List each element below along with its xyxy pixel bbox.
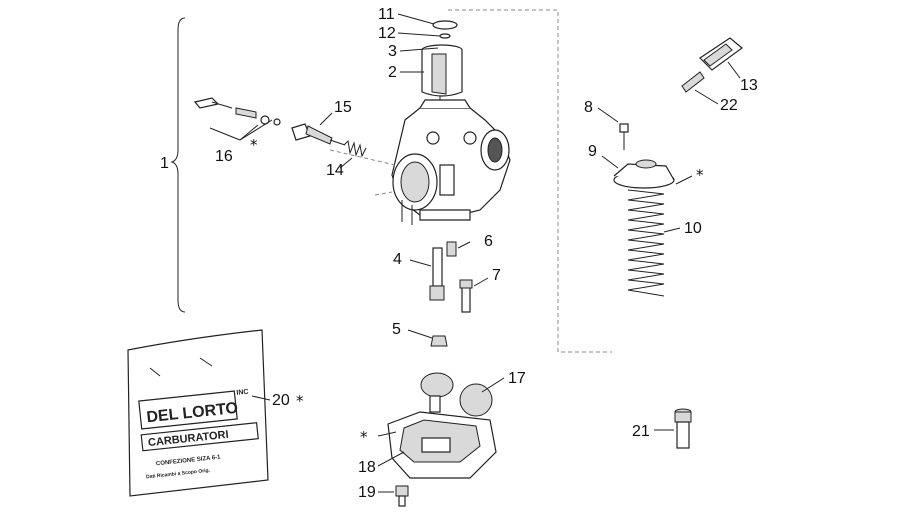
part-screw-8 [619,123,629,150]
callout-21: 21 [632,423,650,440]
callout-3: 3 [388,43,397,60]
part-carburetor-body [391,99,511,225]
callout-18: 18 [358,459,376,476]
part-jet-7 [459,279,473,313]
callout-14: 14 [326,162,344,179]
callout-20: 20 [272,392,290,409]
assembly-bracket [170,17,186,313]
asterisk-20: * [296,392,304,410]
part-screw-22 [681,71,705,93]
part-screws-16 [193,97,281,126]
part-float-bowl-18 [387,411,497,479]
part-floats-17 [420,372,493,417]
part-spring-10 [627,189,665,297]
part-choke-13 [699,37,743,71]
callout-12: 12 [378,25,396,42]
dashed-boundary [448,9,612,353]
part-cap-11 [432,20,458,30]
callout-6: 6 [484,233,493,250]
part-plunger-21 [674,408,692,449]
callout-15: 15 [334,99,352,116]
callout-11: 11 [378,6,395,23]
part-screw-19 [395,485,409,507]
callout-5: 5 [392,321,401,338]
callout-1: 1 [160,155,169,172]
bag-badge-text: INC [236,389,249,397]
callout-16: 16 [215,148,233,165]
asterisk-18: * [360,428,368,446]
callout-9: 9 [588,143,597,160]
callout-4: 4 [393,251,402,268]
callout-7: 7 [492,267,501,284]
part-washer-12 [439,33,451,39]
part-idle-screw-15 [291,123,346,146]
asterisk-16: * [250,136,258,154]
part-slide-2 [421,44,463,97]
part-cover-9 [613,159,675,189]
callout-17: 17 [508,370,526,387]
callout-19: 19 [358,484,376,501]
callout-13: 13 [740,77,758,94]
callout-10: 10 [684,220,702,237]
callout-2: 2 [388,64,397,81]
part-gasket-kit-bag-20: DEL LORTO INC CARBURATORI CONFEZIONE SIZ… [127,329,269,497]
callout-22: 22 [720,97,738,114]
part-jet-4 [429,247,445,301]
part-jet-6 [446,241,457,257]
callout-8: 8 [584,99,593,116]
asterisk-9: * [696,166,704,184]
part-jet-5 [430,335,448,347]
part-spring-14 [343,139,367,158]
